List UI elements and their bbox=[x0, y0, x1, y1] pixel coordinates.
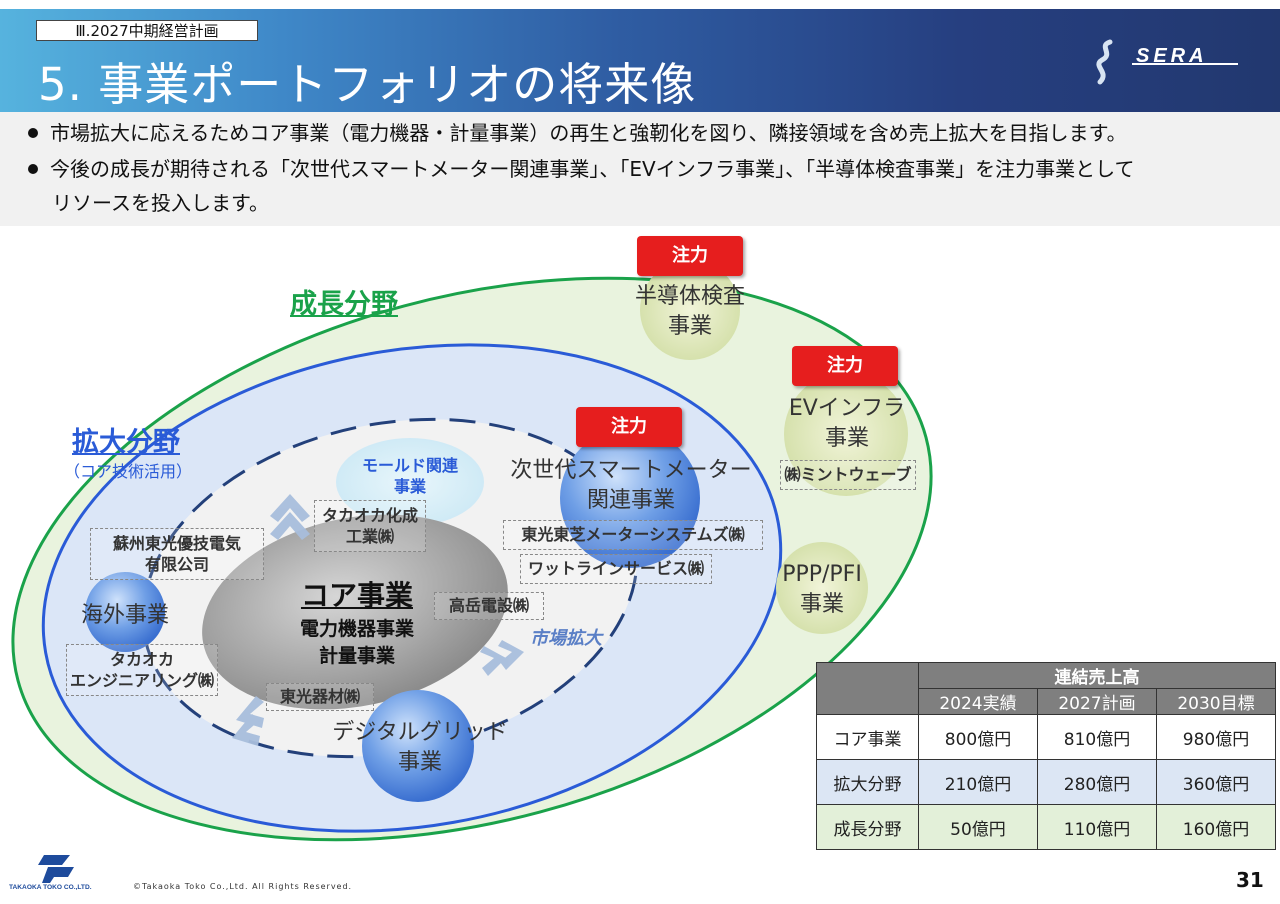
core-line-1: 電力機器事業 bbox=[299, 618, 414, 640]
company-takaoka-eng: タカオカ エンジニアリング㈱ bbox=[66, 644, 218, 696]
focus-badge-smart-meter: 注力 bbox=[576, 407, 682, 447]
focus-badge-ev: 注力 bbox=[792, 346, 898, 386]
table-cell: 210億円 bbox=[918, 759, 1038, 805]
table-cell: 810億円 bbox=[1037, 714, 1157, 760]
chevron-right-icon bbox=[480, 640, 524, 676]
table-row-label: 成長分野 bbox=[816, 804, 919, 850]
table-row: 成長分野 50億円 110億円 160億円 bbox=[816, 804, 1276, 850]
focus-badge-semiconductor: 注力 bbox=[637, 236, 743, 276]
company-suzhou: 蘇州東光優技電気 有限公司 bbox=[90, 528, 264, 580]
company-mintwave: ㈱ミントウェーブ bbox=[780, 460, 916, 490]
page-title: 5. 事業ポートフォリオの将来像 bbox=[38, 58, 697, 111]
core-title: コア事業 bbox=[300, 579, 413, 612]
table-cell: 980億円 bbox=[1156, 714, 1276, 760]
market-expansion-label: 市場拡大 bbox=[530, 628, 602, 649]
footer-company-name: TAKAOKA TOKO CO.,LTD. bbox=[9, 884, 92, 891]
smart-meter-ball bbox=[560, 428, 700, 568]
table-corner bbox=[816, 662, 919, 715]
logo-text: SERA bbox=[1136, 45, 1208, 67]
mold-label: モールド関連 事業 bbox=[361, 456, 458, 496]
ppp-label: PPP/PFI 事業 bbox=[782, 562, 862, 617]
ev-label: EVインフラ 事業 bbox=[788, 396, 906, 451]
chevron-up-icon bbox=[270, 494, 310, 540]
overseas-label: 海外事業 bbox=[80, 603, 169, 628]
semiconductor-ball bbox=[640, 260, 740, 360]
overseas-ball bbox=[85, 572, 165, 652]
digital-grid-ball bbox=[362, 690, 474, 802]
table-cell: 110億円 bbox=[1037, 804, 1157, 850]
core-ellipse bbox=[202, 514, 508, 710]
table-cell: 800億円 bbox=[918, 714, 1038, 760]
company-takatake: 高岳電設㈱ bbox=[434, 592, 544, 620]
table-row: 拡大分野 210億円 280億円 360億円 bbox=[816, 759, 1276, 805]
company-tokoki: 東光器材㈱ bbox=[266, 683, 374, 711]
growth-field-label: 成長分野 bbox=[290, 289, 398, 320]
table-cell: 160億円 bbox=[1156, 804, 1276, 850]
table-cell: 280億円 bbox=[1037, 759, 1157, 805]
portfolio-diagram bbox=[11, 260, 933, 842]
takaoka-logo: TAKAOKA TOKO CO.,LTD. bbox=[9, 855, 92, 891]
table-year: 2024実績 bbox=[918, 688, 1038, 715]
bullet-dot-icon bbox=[28, 127, 38, 138]
sales-table: 連結売上高 2024実績 2027計画 2030目標 コア事業 800億円 81… bbox=[816, 662, 1276, 850]
expansion-field-label: 拡大分野 bbox=[72, 427, 180, 458]
semiconductor-label: 半導体検査 事業 bbox=[634, 284, 745, 339]
table-row-label: コア事業 bbox=[816, 714, 919, 760]
table-row-label: 拡大分野 bbox=[816, 759, 919, 805]
table-header: 連結売上高 bbox=[918, 662, 1276, 689]
table-cell: 50億円 bbox=[918, 804, 1038, 850]
ppp-ball bbox=[776, 542, 868, 634]
bullet-dot-icon bbox=[28, 163, 38, 174]
table-row: コア事業 800億円 810億円 980億円 bbox=[816, 714, 1276, 760]
chevron-down-left-icon bbox=[232, 696, 264, 746]
bullet-1: 市場拡大に応えるためコア事業（電力機器・計量事業）の再生と強靭化を図り、隣接領域… bbox=[28, 118, 1127, 148]
copyright: ©Takaoka Toko Co.,Ltd. All Rights Reserv… bbox=[133, 882, 353, 891]
digital-grid-label: デジタルグリッド 事業 bbox=[332, 720, 508, 775]
core-line-2: 計量事業 bbox=[318, 645, 395, 667]
mold-ellipse bbox=[336, 438, 484, 526]
table-cell: 360億円 bbox=[1156, 759, 1276, 805]
ev-ball bbox=[784, 372, 908, 496]
section-tag: Ⅲ.2027中期経営計画 bbox=[36, 20, 258, 41]
page-number: 31 bbox=[1236, 868, 1264, 892]
bullet-area: 市場拡大に応えるためコア事業（電力機器・計量事業）の再生と強靭化を図り、隣接領域… bbox=[0, 112, 1280, 226]
company-takaoka-kasei: タカオカ化成 工業㈱ bbox=[314, 500, 426, 552]
smart-meter-label: 次世代スマートメーター 関連事業 bbox=[510, 458, 752, 513]
company-wattline: ワットラインサービス㈱ bbox=[520, 554, 712, 584]
expansion-field-sublabel: （コア技術活用） bbox=[64, 462, 193, 481]
bullet-2-continued: リソースを投入します。 bbox=[52, 191, 269, 215]
company-toko-toshiba: 東光東芝メーターシステムズ㈱ bbox=[503, 520, 763, 550]
table-year: 2027計画 bbox=[1037, 688, 1157, 715]
sera-logo: SERA bbox=[1096, 39, 1238, 85]
bullet-2: 今後の成長が期待される「次世代スマートメーター関連事業」、「EVインフラ事業」、… bbox=[28, 154, 1135, 184]
table-year: 2030目標 bbox=[1156, 688, 1276, 715]
